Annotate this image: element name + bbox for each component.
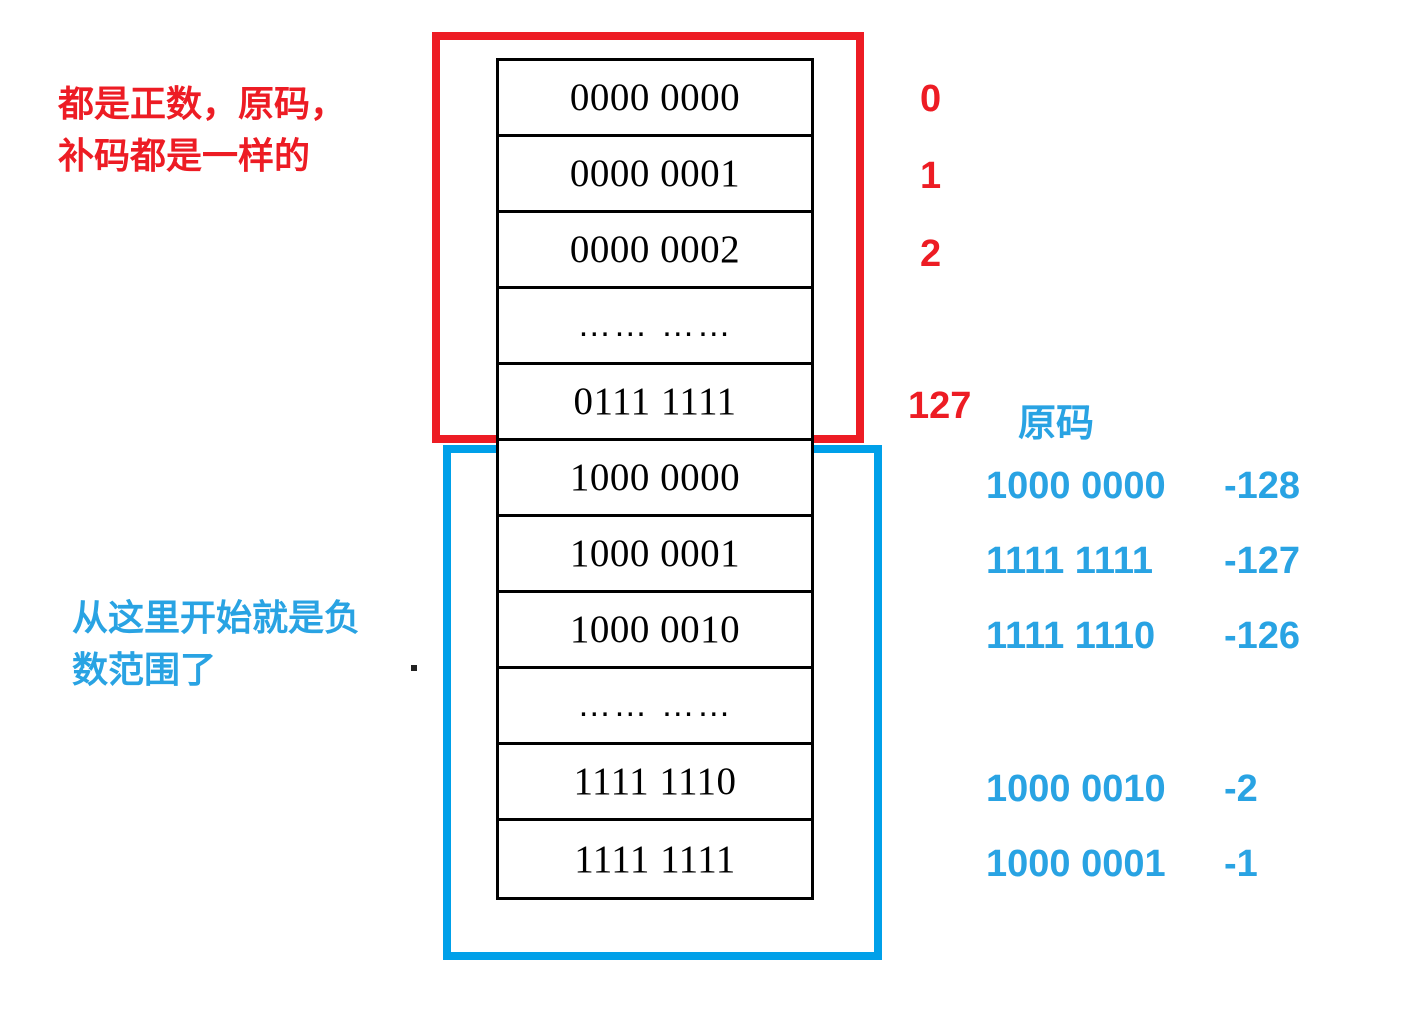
legend-row: 1000 0000 -128 xyxy=(986,465,1334,540)
legend-decimal: -1 xyxy=(1224,843,1258,885)
legend-bits: 1000 0000 xyxy=(986,465,1166,507)
bit-row: 1111 1110 xyxy=(499,745,811,821)
decimal-label: 0 xyxy=(920,78,942,120)
bit-row: 1000 0010 xyxy=(499,593,811,669)
decimal-label: 127 xyxy=(908,385,972,427)
bit-row-value: 0000 0002 xyxy=(569,228,741,271)
bit-row-value: 1111 1110 xyxy=(573,760,737,803)
bit-row-value: 0000 0001 xyxy=(569,152,741,195)
ink-dot-artifact xyxy=(411,665,417,671)
decimal-label: 2 xyxy=(920,233,942,275)
legend-row: 1000 0010 -2 xyxy=(986,768,1334,843)
bit-row-ellipsis: …… …… xyxy=(577,306,733,344)
bit-row-value: 0000 0000 xyxy=(569,76,741,119)
bit-row: 1111 1111 xyxy=(499,821,811,897)
legend-decimal: -2 xyxy=(1224,768,1258,810)
legend-spacer xyxy=(986,690,1334,768)
bit-row-value: 1111 1111 xyxy=(574,837,736,881)
bit-row: …… …… xyxy=(499,669,811,745)
bit-row: …… …… xyxy=(499,289,811,365)
legend-decimal: -128 xyxy=(1224,465,1301,507)
bit-row: 1000 0001 xyxy=(499,517,811,593)
legend-bits: 1000 0010 xyxy=(986,768,1166,810)
bit-row-value: 0111 1111 xyxy=(573,380,737,423)
bit-row-value: 1000 0000 xyxy=(569,456,741,499)
legend-title: 原码 xyxy=(1018,403,1095,445)
legend-row: 1111 1111 -127 xyxy=(986,540,1334,615)
legend-row: 1111 1110 -126 xyxy=(986,615,1334,690)
bit-row: 0000 0001 xyxy=(499,137,811,213)
bit-row: 0000 0002 xyxy=(499,213,811,289)
legend-decimal: -126 xyxy=(1224,615,1301,657)
bit-row: 1000 0000 xyxy=(499,441,811,517)
negative-range-note: 从这里开始就是负 数范围了 xyxy=(72,597,361,691)
legend-bits: 1000 0001 xyxy=(986,843,1166,885)
legend-bits: 1111 1110 xyxy=(986,615,1156,657)
decimal-label: 1 xyxy=(920,155,942,197)
legend-bits: 1111 1111 xyxy=(986,540,1154,582)
bit-row-value: 1000 0001 xyxy=(569,532,741,575)
original-code-legend: 原码 1000 0000 -128 1111 1111 -127 1111 1110 -1… xyxy=(986,392,1334,918)
bit-row-value: 1000 0010 xyxy=(569,608,741,651)
positive-range-note: 都是正数，原码， 补码都是一样的 xyxy=(58,83,347,177)
bit-row: 0111 1111 xyxy=(499,365,811,441)
bit-pattern-table: 0000 0000 0000 0001 0000 0002 …… …… 0111 111… xyxy=(496,58,814,900)
legend-decimal: -127 xyxy=(1224,540,1301,582)
legend-row: 1000 0001 -1 xyxy=(986,843,1334,918)
bit-row-ellipsis: …… …… xyxy=(577,686,733,724)
bit-row: 0000 0000 xyxy=(499,61,811,137)
